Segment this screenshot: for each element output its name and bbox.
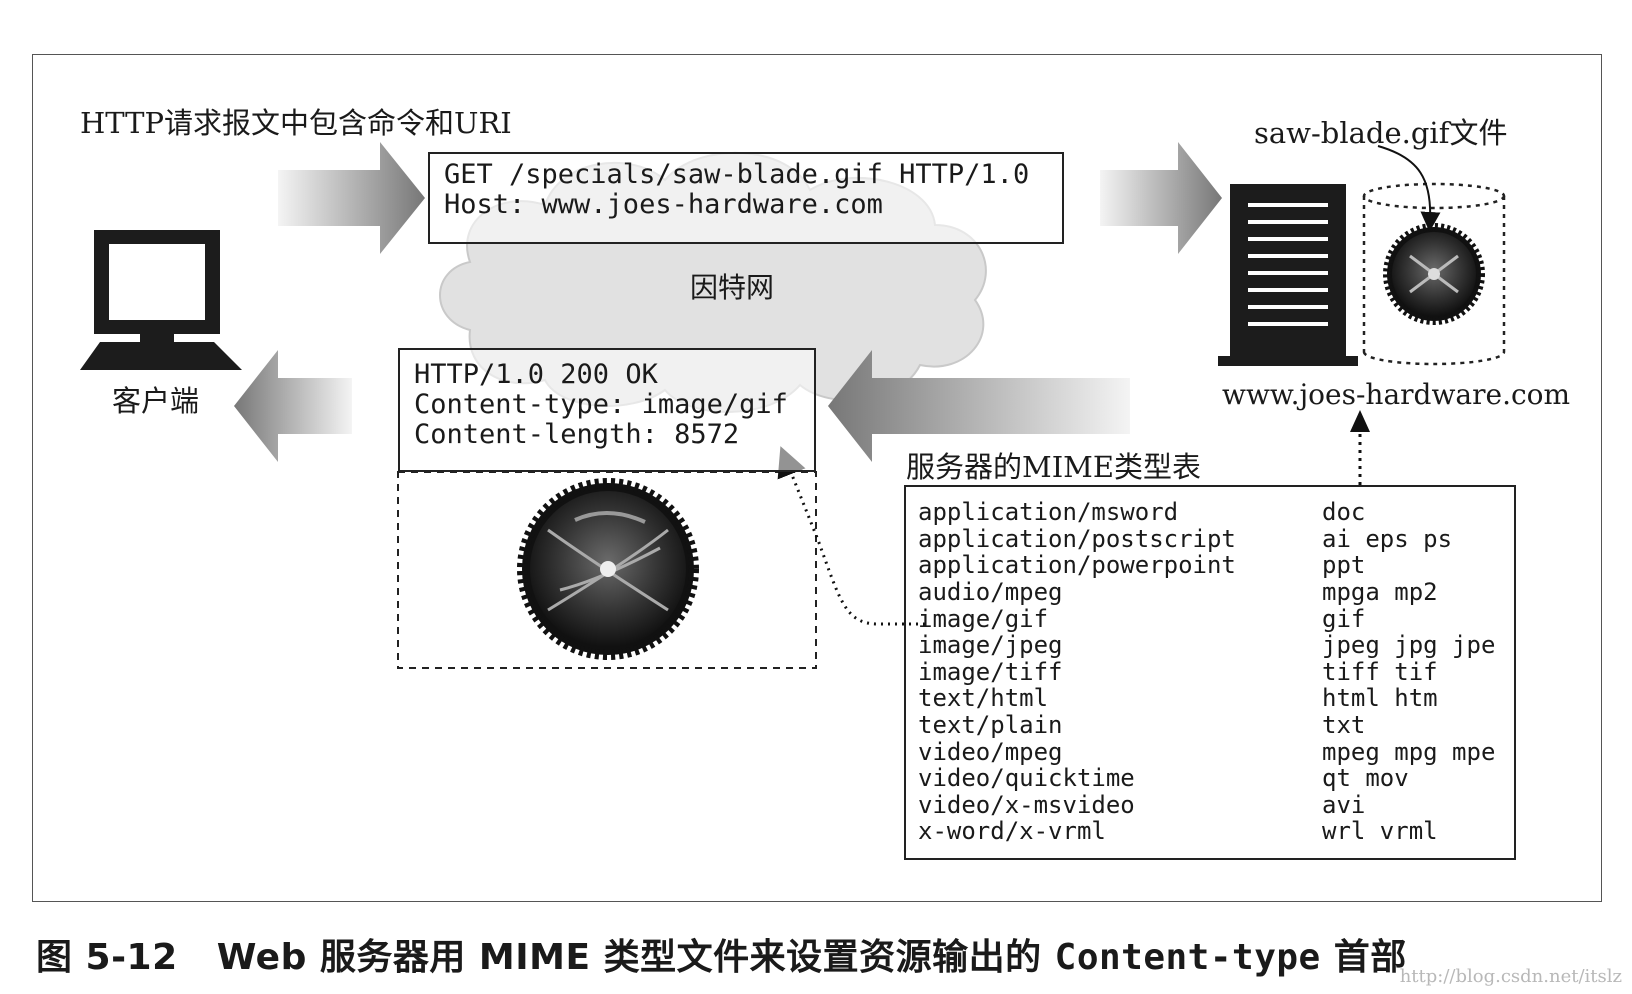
request-arrow-out <box>1100 142 1222 254</box>
mime-type: text/plain <box>918 711 1063 740</box>
client-label: 客户端 <box>112 384 200 418</box>
mime-table-row: video/mpeg mpeg mpg mpe <box>918 737 1502 766</box>
mime-extensions: gif <box>1322 604 1366 633</box>
mime-type: image/gif <box>918 604 1049 633</box>
client-computer-icon <box>80 230 242 370</box>
mime-table-row: text/plain txt <box>918 711 1502 740</box>
watermark: http://blog.csdn.net/itslz <box>1399 966 1622 987</box>
mime-type: audio/mpeg <box>918 578 1063 607</box>
mime-table-row: x-word/x-vrml wrl vrml <box>918 817 1502 846</box>
mime-lookup-connector <box>777 446 925 626</box>
caption-code: Content-type <box>1054 937 1321 978</box>
mime-extensions: html htm <box>1322 684 1438 713</box>
mime-table-row: video/x-msvideo avi <box>918 790 1502 819</box>
mime-table-row: application/msword doc <box>918 498 1502 527</box>
mime-table-row: audio/mpeg mpga mp2 <box>918 578 1502 607</box>
file-storage-cylinder <box>1362 182 1506 366</box>
file-label: saw-blade.gif文件 <box>1254 116 1508 150</box>
mime-type: video/quicktime <box>918 764 1135 793</box>
response-content-type: Content-type: image/gif <box>414 389 788 420</box>
response-body-box <box>397 471 817 669</box>
request-arrow-in <box>278 142 425 254</box>
mime-extensions: jpeg jpg jpe <box>1322 631 1496 660</box>
response-status-line: HTTP/1.0 200 OK <box>414 359 658 390</box>
request-host-header: Host: www.joes-hardware.com <box>444 189 883 220</box>
mime-table-row: video/quicktime qt mov <box>918 764 1502 793</box>
saw-blade-small-icon <box>1383 223 1485 325</box>
mime-type: image/jpeg <box>918 631 1063 660</box>
mime-table-row: image/tiff tiff tif <box>918 657 1502 686</box>
internet-label: 因特网 <box>690 271 775 304</box>
server-icon <box>1218 184 1358 366</box>
mime-type: application/postscript <box>918 524 1236 553</box>
saw-blade-large-icon <box>517 478 699 660</box>
response-content-length: Content-length: 8572 <box>414 419 740 450</box>
mime-extensions: mpeg mpg mpe <box>1322 737 1496 766</box>
caption-text-prefix: Web 服务器用 MIME 类型文件来设置资源输出的 <box>216 937 1042 978</box>
mime-extensions: avi <box>1322 790 1366 819</box>
response-arrow-in <box>828 350 1130 462</box>
mime-type: application/powerpoint <box>918 551 1236 580</box>
mime-table-title: 服务器的MIME类型表 <box>906 450 1202 484</box>
mime-extensions: mpga mp2 <box>1322 578 1438 607</box>
mime-extensions: ai eps ps <box>1322 524 1453 553</box>
mime-table-row: image/gif gif <box>918 604 1502 633</box>
mime-extensions: tiff tif <box>1322 657 1438 686</box>
mime-table-row: application/postscript ai eps ps <box>918 524 1502 553</box>
figure-frame <box>32 54 1602 902</box>
mime-extensions: doc <box>1322 498 1366 527</box>
mime-type: image/tiff <box>918 657 1063 686</box>
caption-text-suffix: 首部 <box>1333 937 1407 978</box>
mime-extensions: wrl vrml <box>1322 817 1438 846</box>
mime-type: application/msword <box>918 498 1179 527</box>
mime-table-row: text/html html htm <box>918 684 1502 713</box>
mime-table-row: application/powerpoint ppt <box>918 551 1502 580</box>
figure-number: 图 5-12 <box>36 937 178 978</box>
response-message-box: HTTP/1.0 200 OK Content-type: image/gif … <box>398 348 816 472</box>
mime-extensions: qt mov <box>1322 764 1409 793</box>
server-host-label: www.joes-hardware.com <box>1222 378 1571 411</box>
mime-type: x-word/x-vrml <box>918 817 1106 846</box>
request-label: HTTP请求报文中包含命令和URI <box>80 106 512 140</box>
mime-type: video/mpeg <box>918 737 1063 766</box>
request-line: GET /specials/saw-blade.gif HTTP/1.0 <box>444 159 1030 190</box>
figure-caption: 图 5-12 Web 服务器用 MIME 类型文件来设置资源输出的 Conten… <box>36 928 1407 980</box>
mime-extensions: txt <box>1322 711 1366 740</box>
mime-table-row: image/jpeg jpeg jpg jpe <box>918 631 1502 660</box>
request-message-box: GET /specials/saw-blade.gif HTTP/1.0 Hos… <box>428 152 1064 244</box>
mime-extensions: ppt <box>1322 551 1366 580</box>
mime-type: text/html <box>918 684 1049 713</box>
response-arrow-out <box>234 350 352 462</box>
file-pointer-arrow <box>1377 145 1441 232</box>
mime-type: video/x-msvideo <box>918 790 1135 819</box>
